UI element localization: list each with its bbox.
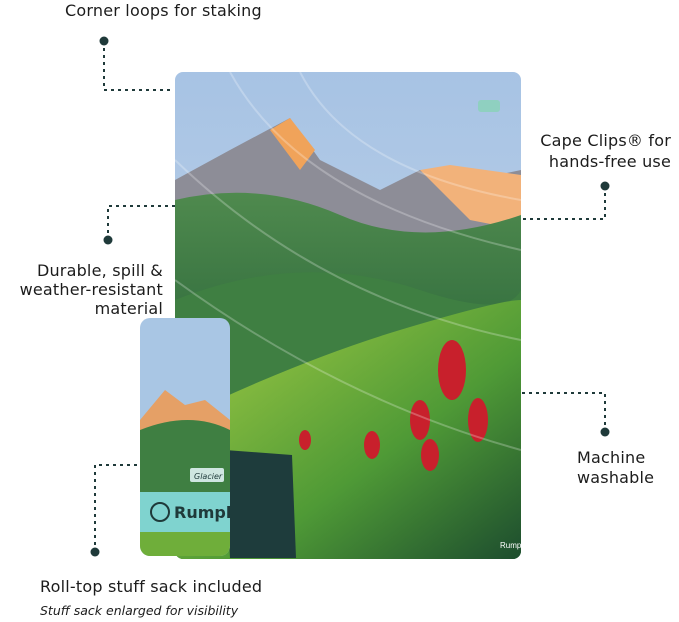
connector-dot <box>600 427 610 437</box>
connector-dot <box>99 36 109 46</box>
sack-print-name: Glacier <box>194 472 223 481</box>
feature-cape-clips-2: hands-free use <box>548 152 671 171</box>
feature-corner-loops: Corner loops for staking <box>65 1 262 20</box>
connector-dot <box>600 181 610 191</box>
sack-brand-logo: Rumpl <box>174 503 231 522</box>
connector-machine <box>522 392 606 432</box>
connector-corner-loops <box>103 41 172 91</box>
connector-dot <box>90 547 100 557</box>
feature-machine-2: washable <box>577 468 655 487</box>
feature-cape-clips-1: Cape Clips® for <box>540 131 671 150</box>
feature-stuff-sack: Roll-top stuff sack included <box>40 577 263 596</box>
connector-stuff-sack <box>94 464 140 552</box>
blanket-folded-corner <box>225 450 296 558</box>
stuff-sack-note: Stuff sack enlarged for visibility <box>40 603 239 618</box>
blanket-brand-logo: Rumpl <box>500 541 523 550</box>
feature-machine-1: Machine <box>577 448 646 467</box>
connector-cape-clips <box>522 186 606 220</box>
feature-durable-3: material <box>94 299 163 318</box>
connector-lines <box>94 41 606 552</box>
blanket <box>175 72 521 559</box>
connector-dot <box>103 235 113 245</box>
feature-durable-1: Durable, spill & <box>36 261 163 280</box>
feature-durable-2: weather-resistant <box>19 280 163 299</box>
connector-durable <box>107 205 175 240</box>
cape-clip-tag <box>478 100 500 112</box>
stuff-sack <box>140 318 230 556</box>
